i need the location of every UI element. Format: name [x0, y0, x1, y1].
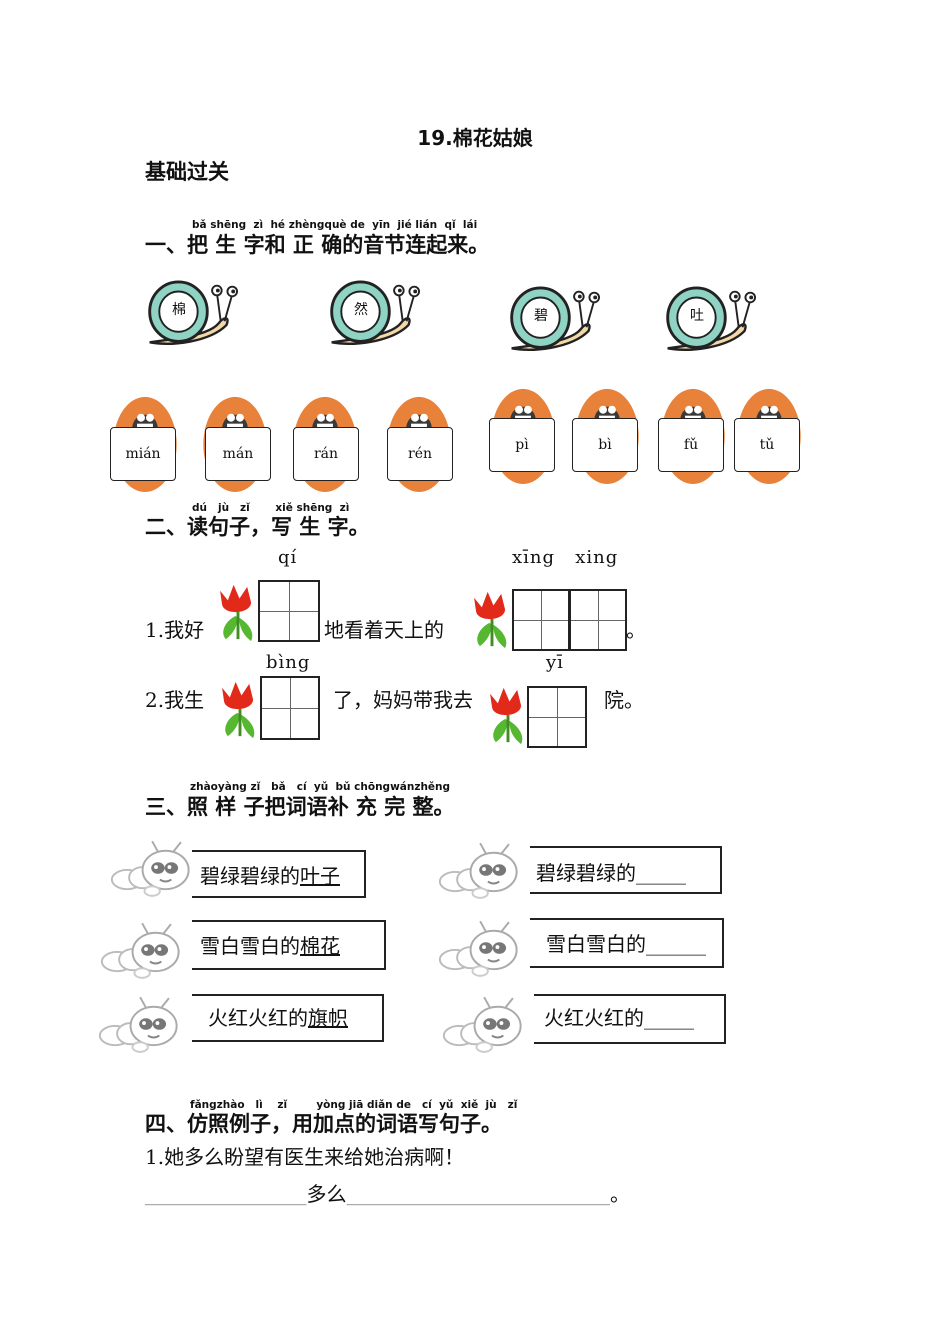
section2-heading: 二、读句子，写 生 字。 [145, 515, 370, 539]
writing-grid[interactable] [569, 589, 627, 651]
tulip-icon [470, 590, 514, 650]
syllable-box[interactable]: rán [293, 427, 359, 481]
section4-pinyin: fǎngzhào lì zǐ yòng jiā diǎn de cí yǔ xi… [190, 1099, 518, 1111]
section3-pinyin: zhàoyàng zǐ bǎ cí yǔ bǔ chōngwánzhěng [190, 781, 451, 793]
section3-heading: 三、照 样 子把词语补 充 完 整。 [145, 795, 455, 819]
snail-card-1: 棉 [142, 278, 238, 352]
section1-heading: 一、把 生 字和 正 确的音节连起来。 [145, 233, 490, 257]
bug-icon [436, 918, 532, 980]
snail-char: 然 [354, 302, 368, 318]
section2-pinyin: dú jù zǐ xiě shēng zì [192, 502, 350, 514]
answer-blank[interactable]: ___________________ [145, 1186, 307, 1206]
pinyin-qi: qí [278, 547, 298, 568]
syllable-box[interactable]: bì [572, 418, 638, 472]
egg-card-7: fǔ [658, 382, 728, 486]
sentence1-end: 。 [626, 618, 646, 642]
egg-card-3: rán [290, 390, 360, 494]
sentence2-end: 院。 [604, 688, 644, 712]
writing-grid[interactable] [527, 686, 587, 748]
egg-card-1: mián [110, 390, 180, 494]
snail-icon [142, 278, 238, 352]
answer-blank[interactable]: _______________________________ [346, 1186, 611, 1206]
tulip-icon [216, 583, 260, 643]
section4-example: 1.她多么盼望有医生来给她治病啊！ [145, 1145, 465, 1169]
answer-blank[interactable]: ______ [646, 932, 706, 956]
writing-grid[interactable] [258, 580, 320, 642]
egg-card-2: mán [200, 390, 271, 494]
snail-icon [504, 284, 600, 358]
answer-blank[interactable]: _____ [636, 861, 686, 885]
example-word-box: 雪白雪白的棉花 [192, 920, 386, 970]
bug-icon [436, 840, 532, 902]
tulip-icon [218, 680, 262, 740]
writing-grid[interactable] [512, 589, 570, 651]
syllable-box[interactable]: rén [387, 427, 453, 481]
word-example: 叶子 [300, 864, 340, 888]
snail-card-2: 然 [324, 278, 420, 352]
snail-icon [324, 278, 420, 352]
sentence2-prefix: 2.我生 [145, 688, 205, 712]
section4-heading: 四、仿照例子，用加点的词语写句子。 [145, 1112, 502, 1136]
writing-grid[interactable] [260, 676, 320, 740]
egg-card-6: bì [572, 382, 642, 486]
section-label-basics: 基础过关 [145, 160, 229, 184]
sentence2-mid: 了，妈妈带我去 [333, 688, 473, 712]
egg-card-4: rén [384, 390, 454, 494]
snail-card-4: 吐 [660, 284, 756, 358]
syllable-box[interactable]: tǔ [734, 418, 800, 472]
example-word-box: 火红火红的旗帜 [192, 994, 384, 1042]
sentence1-mid: 地看着天上的 [324, 618, 444, 642]
egg-card-8: tǔ [734, 382, 804, 486]
bug-icon [440, 994, 536, 1056]
fill-word-box[interactable]: 雪白雪白的______ [530, 918, 724, 968]
fill-word-box[interactable]: 碧绿碧绿的_____ [530, 846, 722, 894]
pinyin-yi: yī [546, 652, 564, 673]
snail-card-3: 碧 [504, 284, 600, 358]
snail-char: 碧 [534, 308, 548, 324]
word-prefix: 碧绿碧绿的 [200, 864, 300, 888]
sentence1-prefix: 1.我好 [145, 618, 205, 642]
syllable-box[interactable]: pì [489, 418, 555, 472]
bug-icon [98, 920, 194, 982]
page-title: 19.棉花姑娘 [417, 126, 533, 150]
pinyin-xingxing: xīng xing [512, 547, 619, 568]
word-prefix: 雪白雪白的 [546, 932, 646, 956]
fill-word-box[interactable]: 火红火红的_____ [534, 994, 726, 1044]
pinyin-bing: bìng [266, 652, 311, 673]
example-word-box: 碧绿碧绿的叶子 [192, 850, 366, 898]
bug-icon [108, 838, 204, 900]
word-prefix: 火红火红的 [544, 1006, 644, 1030]
tulip-icon [486, 686, 530, 746]
bug-icon [96, 994, 192, 1056]
snail-char: 吐 [690, 308, 704, 324]
syllable-box[interactable]: fǔ [658, 418, 724, 472]
word-example: 棉花 [300, 934, 340, 958]
sentence-end: 。 [610, 1182, 630, 1206]
syllable-box[interactable]: mán [205, 427, 271, 481]
egg-card-5: pì [488, 382, 558, 486]
word-example: 旗帜 [308, 1006, 348, 1030]
word-prefix: 碧绿碧绿的 [536, 861, 636, 885]
section1-pinyin: bǎ shēng zì hé zhèngquè de yīn jié lián … [192, 219, 478, 231]
section4-answer-line: ___________________多么___________________… [145, 1178, 630, 1207]
key-word: 多么 [306, 1182, 347, 1206]
snail-char: 棉 [172, 302, 186, 318]
word-prefix: 火红火红的 [208, 1006, 308, 1030]
syllable-box[interactable]: mián [110, 427, 176, 481]
answer-blank[interactable]: _____ [644, 1006, 694, 1030]
word-prefix: 雪白雪白的 [200, 934, 300, 958]
snail-icon [660, 284, 756, 358]
